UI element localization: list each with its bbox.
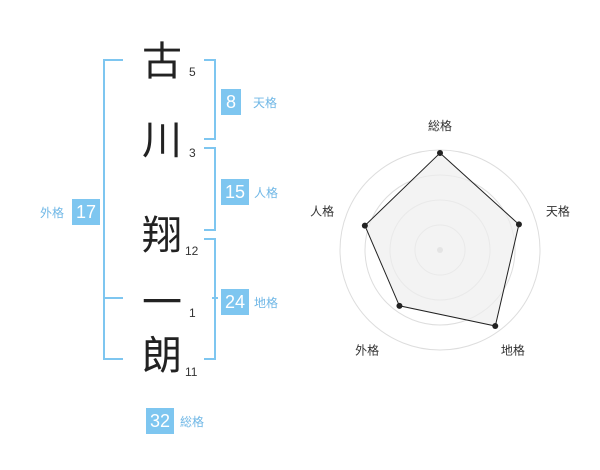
tenkaku-label: 天格 <box>253 96 278 110</box>
gaikaku-badge: 17 <box>72 199 101 225</box>
radar-axis-label-1: 総格 <box>428 118 452 133</box>
stroke-count-5: 11 <box>185 365 198 379</box>
jinkaku-label: 人格 <box>254 186 279 200</box>
radar-point-4 <box>396 302 403 309</box>
radar-series-polygon <box>364 152 520 327</box>
jinkaku-bracket <box>204 147 216 231</box>
jinkaku-badge: 15 <box>221 179 250 205</box>
radar-axis-label-2: 天格 <box>546 204 570 219</box>
name-char-1: 古 <box>142 39 182 85</box>
stroke-count-1: 5 <box>189 65 196 79</box>
name-char-5: 朗 <box>142 333 182 379</box>
stroke-count-4: 1 <box>189 306 196 320</box>
radar-axis-label-3: 地格 <box>501 342 525 357</box>
tenkaku-bracket <box>204 59 216 140</box>
stroke-count-3: 12 <box>185 244 199 258</box>
radar-axis-label-4: 外格 <box>355 342 379 357</box>
gaikaku-label: 外格 <box>40 206 65 220</box>
gaikaku-bracket <box>103 59 123 360</box>
chikaku-bracket <box>204 238 216 360</box>
radar-point-5 <box>361 222 368 229</box>
radar-axis-label-5: 人格 <box>310 204 334 219</box>
soukaku-label: 総格 <box>180 415 205 429</box>
radar-point-3 <box>492 323 499 330</box>
stroke-count-2: 3 <box>189 146 196 160</box>
chikaku-label: 地格 <box>254 296 279 310</box>
tenkaku-badge: 8 <box>221 89 241 115</box>
name-char-3: 翔 <box>142 213 182 259</box>
radar-point-1 <box>437 150 443 156</box>
chikaku-badge: 24 <box>221 289 250 315</box>
fortune-radar-chart: 総格天格地格 外格 人格 <box>300 100 600 400</box>
radar-point-2 <box>515 221 522 228</box>
name-char-4: 一 <box>142 280 182 326</box>
chikaku-bracket-tick <box>212 297 218 299</box>
name-char-2: 川 <box>142 118 182 164</box>
soukaku-badge: 32 <box>146 408 175 434</box>
gaikaku-bracket-tick <box>103 297 123 299</box>
